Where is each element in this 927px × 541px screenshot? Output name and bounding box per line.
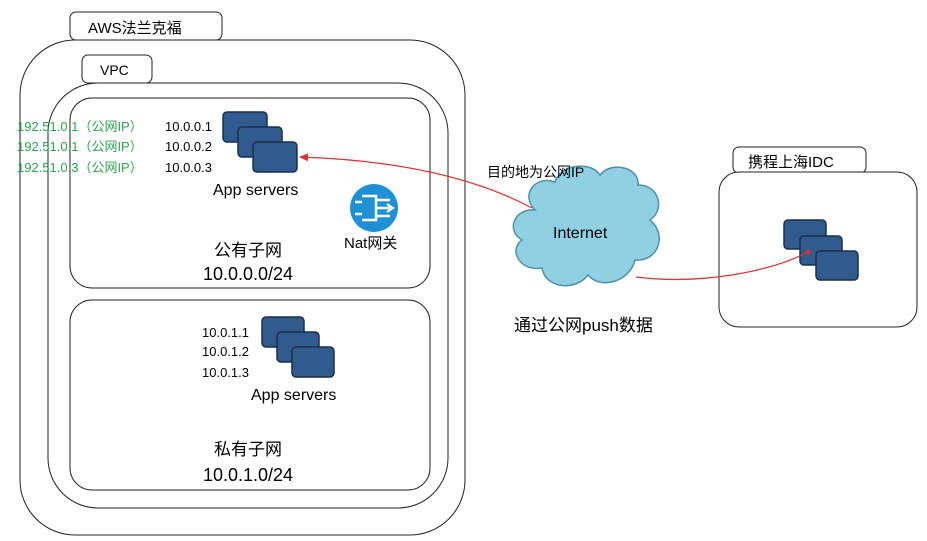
server-icon [291,346,335,378]
internet-label: Internet [553,225,608,242]
public-subnet-cidr: 10.0.0.0/24 [203,264,293,284]
public-subnet-ip: 192.51.0.1（公网IP） [17,139,143,154]
private-subnet-name: 私有子网 [214,440,282,459]
private-servers-label: App servers [251,387,336,404]
public-subnet-name: 公有子网 [214,241,282,260]
aws-region-label: AWS法兰克福 [88,20,182,37]
public-subnet-ip: 192.51.0.3（公网IP） [17,160,143,175]
idc-servers [783,219,859,281]
private-subnet-box [69,299,431,491]
private-ip-label: 10.0.0.3 [165,160,212,175]
server-icon [815,250,859,281]
push-note: 通过公网push数据 [514,316,653,335]
internet-cloud-icon [512,165,660,287]
public-app-servers [222,111,298,173]
destination-note: 目的地为公网IP [487,164,584,180]
private-ip-label: 10.0.1.3 [202,365,249,380]
idc-to-internet-line [635,251,809,280]
private-ip-label: 10.0.0.2 [165,139,212,154]
nat-gateway-label: Nat网关 [344,235,397,252]
server-icon [252,141,298,173]
private-ip-label: 10.0.1.2 [202,344,249,359]
vpc-label: VPC [100,62,129,78]
public-subnet-ip: 192.51.0.1（公网IP） [17,119,143,134]
idc-connection-dot [805,249,811,255]
private-subnet-cidr: 10.0.1.0/24 [203,465,293,485]
private-ip-label: 10.0.0.1 [165,119,212,134]
nat-gateway-icon [350,184,398,232]
push-path-arrow [299,153,533,209]
public-servers-label: App servers [213,182,298,199]
public-subnet-box [69,97,431,289]
private-ip-label: 10.0.1.1 [202,325,249,340]
idc-label: 携程上海IDC [748,154,834,171]
private-app-servers [261,316,335,378]
